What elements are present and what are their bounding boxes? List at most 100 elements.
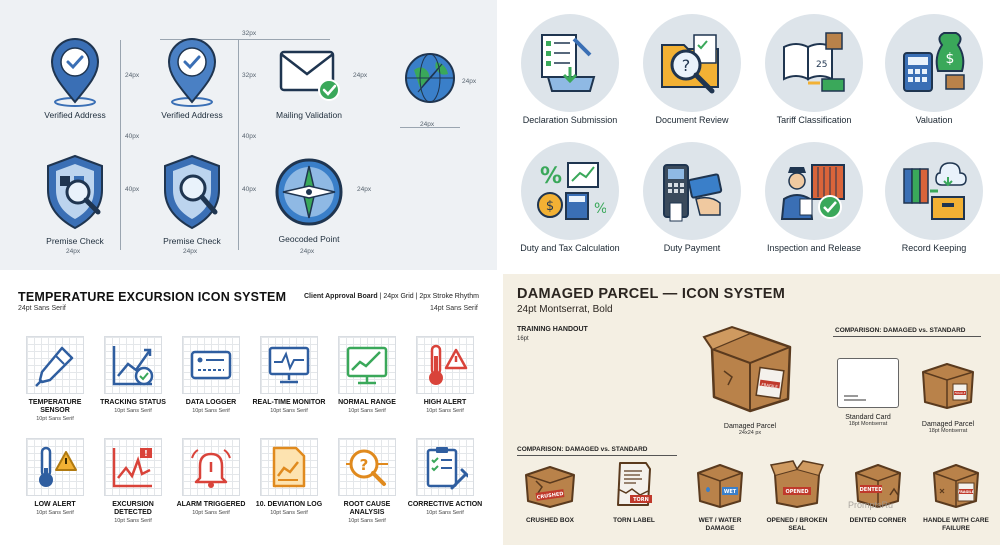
variant-tag: CRUSHED bbox=[536, 491, 564, 501]
grid-box: ! bbox=[104, 438, 162, 496]
board-spec: | 24px Grid | 2px Stroke Rhythm bbox=[377, 293, 479, 300]
variant-label: DENTED CORNER bbox=[849, 517, 907, 524]
damaged-parcel-sheet: DAMAGED PARCEL — ICON SYSTEM 24pt Montse… bbox=[503, 274, 1000, 545]
card-line bbox=[844, 399, 866, 401]
icon-caption: 10pt Sans Serif bbox=[348, 408, 386, 414]
temp-icon-tile: NORMAL RANGE 10pt Sans Serif bbox=[328, 336, 406, 414]
icon-name: 10. DEVIATION LOG bbox=[255, 501, 323, 508]
customs-item: Record Keeping bbox=[875, 142, 993, 253]
variant-label: HANDLE WITH CARE FAILURE bbox=[923, 517, 989, 532]
icon-caption: 10pt Sans Serif bbox=[36, 510, 74, 516]
icon-name: DATA LOGGER bbox=[185, 399, 237, 406]
temp-icon-tile: DATA LOGGER 10pt Sans Serif bbox=[172, 336, 250, 414]
grid-box bbox=[182, 336, 240, 394]
board-name: Client Approval Board bbox=[304, 293, 378, 300]
tracking-status-icon bbox=[112, 346, 154, 386]
high-alert-icon bbox=[429, 344, 468, 385]
parcel-variant: CRUSHED CRUSHED BOX bbox=[515, 459, 585, 525]
data-logger-icon bbox=[190, 350, 232, 380]
mailing-validation-tile: Mailing Validation bbox=[254, 40, 364, 120]
temp-icon-tile: 10. DEVIATION LOG 10pt Sans Serif bbox=[250, 438, 328, 516]
corrective-action-clipboard-icon bbox=[426, 447, 468, 490]
fragile-sticker: FRAGILE bbox=[955, 391, 966, 395]
icon-caption: 10pt Sans Serif bbox=[426, 510, 464, 516]
premise-check-tile: Premise Check bbox=[137, 150, 247, 246]
dim-height-label: 40px bbox=[242, 186, 257, 193]
dim-height-label: 40px bbox=[125, 186, 140, 193]
card-line bbox=[844, 395, 858, 397]
globe-compass-icon bbox=[405, 53, 455, 103]
handout-size: 16pt bbox=[517, 336, 529, 342]
customs-item: % $ % Duty and Tax Calculation bbox=[511, 142, 629, 253]
icon-name: EXCURSION DETECTED bbox=[112, 501, 154, 516]
globe-tile bbox=[375, 48, 485, 108]
damaged-parcel-small-icon: FRAGILE bbox=[922, 363, 974, 409]
dim-height-label: 24px bbox=[357, 186, 372, 193]
customs-item: $ Valuation bbox=[875, 14, 993, 125]
grid-box: ? bbox=[338, 438, 396, 496]
icon-circle bbox=[765, 142, 863, 240]
dim-line bbox=[160, 39, 330, 40]
icon-caption: 10pt Sans Serif bbox=[114, 408, 152, 414]
customs-item: Duty Payment bbox=[633, 142, 751, 253]
icon-label: Mailing Validation bbox=[276, 110, 342, 120]
wet-water-damage-icon: WET bbox=[697, 464, 743, 508]
variant-tag: OPENED bbox=[785, 489, 808, 495]
grid-box bbox=[260, 336, 318, 394]
valuation-icon: $ bbox=[903, 32, 965, 92]
icon-label: Premise Check bbox=[46, 236, 104, 246]
icon-label: Geocoded Point bbox=[278, 234, 340, 244]
standard-card: Standard Card 18pt Montserrat bbox=[833, 358, 903, 427]
svg-text:?: ? bbox=[682, 56, 691, 75]
comparison-rule bbox=[833, 336, 981, 337]
standard-caption: Standard Card bbox=[845, 414, 891, 421]
icon-circle bbox=[885, 142, 983, 240]
standard-card-shape bbox=[837, 358, 899, 408]
grid-box bbox=[26, 438, 84, 496]
item-label: Declaration Submission bbox=[522, 115, 618, 125]
tariff-classification-icon: 25 bbox=[783, 32, 845, 92]
comparison-title: COMPARISON: DAMAGED vs. STANDARD bbox=[835, 327, 966, 334]
svg-text:%: % bbox=[594, 201, 606, 217]
item-label: Duty Payment bbox=[663, 243, 721, 253]
temperature-icon-system: TEMPERATURE EXCURSION ICON SYSTEM 24pt S… bbox=[0, 274, 497, 545]
premise-shield-icon bbox=[47, 154, 103, 230]
temp-icon-tile: TRACKING STATUS 10pt Sans Serif bbox=[94, 336, 172, 414]
deviation-log-icon bbox=[272, 446, 306, 488]
parcel-variant: DENTED DENTED CORNER bbox=[843, 459, 913, 525]
handle-with-care-failure-icon: FRAGILE bbox=[933, 464, 979, 508]
realtime-monitor-icon bbox=[268, 346, 310, 384]
damaged-parcel-main: FRAGILE Damaged Parcel 24x24 px bbox=[698, 319, 802, 436]
temp-icon-tile: LOW ALERT 10pt Sans Serif bbox=[16, 438, 94, 516]
grid-box bbox=[416, 438, 474, 496]
temp-icon-tile: CORRECTIVE ACTION 10pt Sans Serif bbox=[406, 438, 484, 516]
mailing-envelope-icon bbox=[279, 50, 340, 101]
variant-label: OPENED / BROKEN SEAL bbox=[766, 517, 828, 532]
variant-label: WET / WATER DAMAGE bbox=[698, 517, 742, 532]
standard-font: 18pt Montserrat bbox=[848, 421, 888, 427]
icon-label: Verified Address bbox=[161, 110, 223, 120]
item-label: Inspection and Release bbox=[766, 243, 862, 253]
compared-caption: Damaged Parcel bbox=[921, 421, 975, 428]
customs-item: Declaration Submission bbox=[511, 14, 629, 125]
inspection-release-icon bbox=[780, 164, 845, 220]
dented-corner-icon: DENTED bbox=[855, 464, 901, 508]
dim-width-label: 32px bbox=[242, 72, 257, 79]
icon-name: CORRECTIVE ACTION bbox=[407, 501, 483, 508]
icon-circle: % $ % bbox=[521, 142, 619, 240]
icon-circle bbox=[643, 142, 741, 240]
variant-tag: DENTED bbox=[860, 487, 883, 493]
item-label: Tariff Classification bbox=[776, 115, 852, 125]
compared-font: 18pt Montserrat bbox=[928, 428, 968, 434]
variant-tag: WET bbox=[724, 489, 737, 495]
grid-box bbox=[104, 336, 162, 394]
fragile-sticker: FRAGILE bbox=[761, 382, 779, 389]
variant-tag: TORN bbox=[633, 497, 649, 503]
document-review-icon: ? bbox=[661, 34, 719, 94]
dim-line bbox=[120, 40, 121, 250]
dim-height-label: 24px bbox=[353, 72, 368, 79]
quadrant-divider bbox=[0, 270, 1000, 274]
watermark: PromptsRu bbox=[848, 500, 894, 510]
main-caption: Damaged Parcel bbox=[723, 423, 777, 430]
verified-address-tile: Verified Address bbox=[20, 36, 130, 120]
